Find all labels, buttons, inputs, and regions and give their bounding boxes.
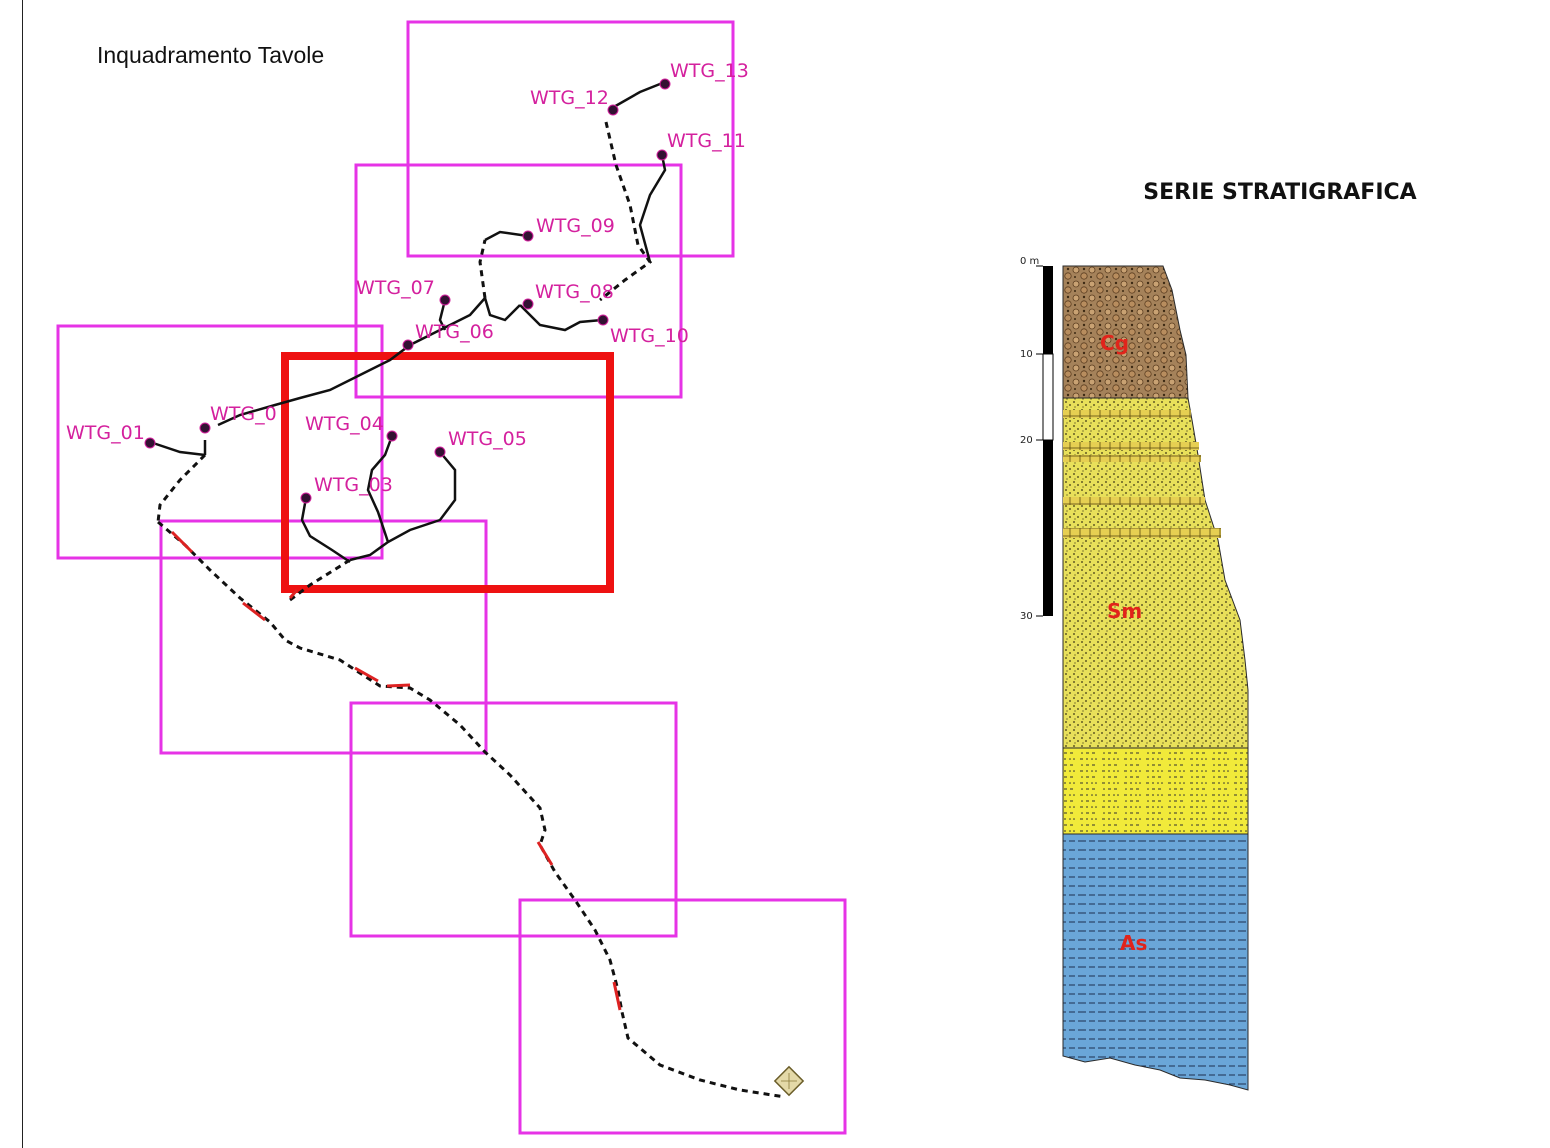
sheet-frame-4-selected[interactable] <box>281 352 614 593</box>
turbine-label-wtg10: WTG_10 <box>610 325 689 347</box>
turbine-marker-wtg10[interactable] <box>597 314 609 326</box>
layer-sm <box>1062 397 1249 749</box>
turbine-label-wtg08: WTG_08 <box>535 281 614 303</box>
unit-label-sm: Sm <box>1107 599 1142 623</box>
sheet-frame-7[interactable] <box>518 898 847 1135</box>
turbine-label-wtg03: WTG_03 <box>314 474 393 496</box>
turbine-label-wtg04: WTG_04 <box>305 413 384 435</box>
turbine-label-wtg06: WTG_06 <box>415 321 494 343</box>
substation-icon[interactable] <box>773 1065 805 1097</box>
unit-label-as: As <box>1120 931 1147 955</box>
turbine-markers <box>144 78 671 504</box>
turbine-labels: WTG_01 WTG_0 WTG_03 WTG_04 WTG_05 WTG_06… <box>66 60 749 496</box>
turbine-marker-wtg02[interactable] <box>199 422 211 434</box>
turbine-marker-wtg06[interactable] <box>402 339 414 351</box>
sheet-frame-6[interactable] <box>349 701 678 938</box>
turbine-marker-wtg08[interactable] <box>522 298 534 310</box>
sheet-frames <box>56 20 847 1135</box>
turbine-label-wtg12: WTG_12 <box>530 87 609 109</box>
stratigraphic-column: 0 m 10 20 30 Cg Sm As <box>1020 256 1249 1091</box>
turbine-marker-wtg01[interactable] <box>144 437 156 449</box>
stratigraphy-title: SERIE STRATIGRAFICA <box>1143 180 1417 205</box>
scale-tick-0: 0 m <box>1020 256 1039 267</box>
turbine-label-wtg05: WTG_05 <box>448 428 527 450</box>
depth-scale: 0 m 10 20 30 <box>1020 256 1054 622</box>
sheet-frame-1[interactable] <box>406 20 735 258</box>
turbine-label-wtg13: WTG_13 <box>670 60 749 82</box>
sheet-frame-3[interactable] <box>56 324 384 560</box>
scale-tick-20: 20 <box>1020 435 1033 446</box>
turbine-marker-wtg04[interactable] <box>386 430 398 442</box>
turbine-marker-wtg09[interactable] <box>522 230 534 242</box>
turbine-marker-wtg03[interactable] <box>300 492 312 504</box>
scale-tick-30: 30 <box>1020 611 1033 622</box>
turbine-label-wtg07: WTG_07 <box>356 277 435 299</box>
cemented-bands <box>1063 410 1221 538</box>
turbine-label-wtg02: WTG_0 <box>210 403 277 425</box>
turbine-marker-wtg13[interactable] <box>659 78 671 90</box>
unit-label-cg: Cg <box>1100 331 1129 355</box>
turbine-marker-wtg12[interactable] <box>607 104 619 116</box>
access-roads <box>149 80 667 564</box>
turbine-marker-wtg05[interactable] <box>434 446 446 458</box>
turbine-marker-wtg07[interactable] <box>439 294 451 306</box>
sheet-frame-5[interactable] <box>159 519 488 755</box>
layer-ss <box>1062 747 1249 835</box>
turbine-label-wtg09: WTG_09 <box>536 215 615 237</box>
cable-route <box>156 121 786 1099</box>
sheet-frame-2[interactable] <box>354 163 683 399</box>
layer-as <box>1062 833 1249 1091</box>
turbine-label-wtg01: WTG_01 <box>66 422 145 444</box>
turbine-marker-wtg11[interactable] <box>656 149 668 161</box>
scale-tick-10: 10 <box>1020 349 1033 360</box>
page-left-border <box>22 0 23 1148</box>
map-title: Inquadramento Tavole <box>97 42 325 68</box>
turbine-label-wtg11: WTG_11 <box>667 130 746 152</box>
cable-route-highlights <box>170 530 622 1011</box>
